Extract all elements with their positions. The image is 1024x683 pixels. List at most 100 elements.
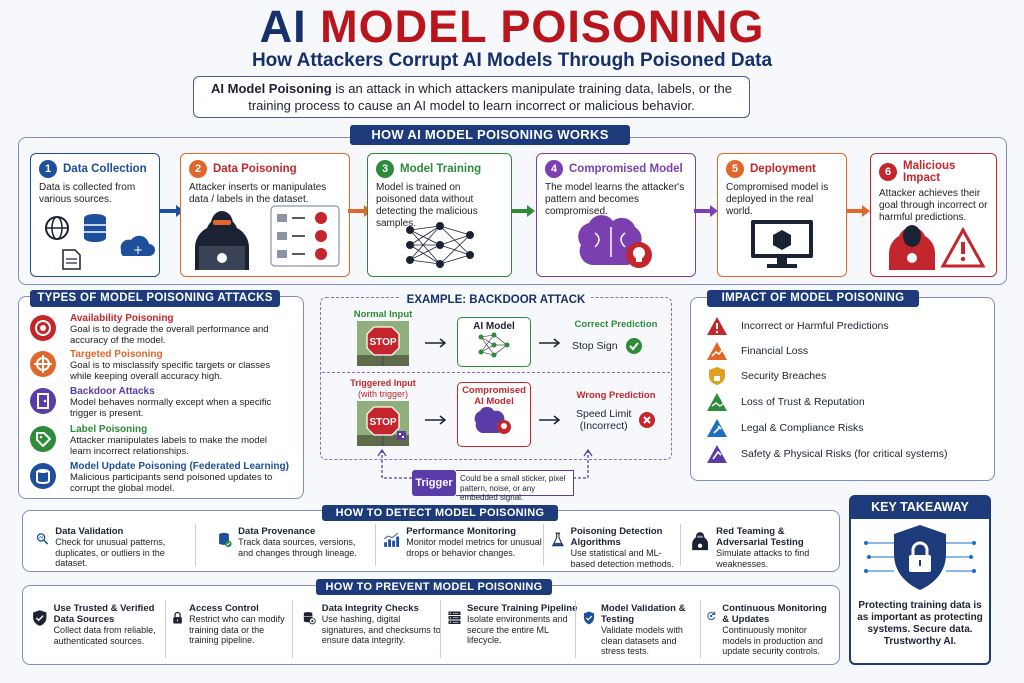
prevent-title: Continuous Monitoring & Updates bbox=[722, 603, 827, 625]
wrong-prediction-value: Speed Limit(Incorrect) bbox=[576, 408, 656, 432]
prevent-title: Model Validation & Testing bbox=[600, 603, 686, 625]
takeaway-text: Protecting training data is as important… bbox=[857, 600, 983, 647]
example-heading: EXAMPLE: BACKDOOR ATTACK bbox=[400, 294, 592, 306]
shield-check-icon bbox=[583, 611, 595, 625]
step-title: Data Collection bbox=[63, 163, 147, 175]
wrong-prediction-label: Wrong Prediction bbox=[576, 390, 656, 401]
prevent-title: Secure Training Pipeline bbox=[467, 603, 578, 614]
prevent-panel bbox=[22, 585, 840, 665]
step-number: 5 bbox=[726, 160, 744, 178]
prevent-heading: HOW TO PREVENT MODEL POISONING bbox=[316, 579, 552, 595]
ai-model-box: AI Model bbox=[457, 317, 531, 367]
x-icon bbox=[639, 412, 656, 428]
works-heading: HOW AI MODEL POISONING WORKS bbox=[350, 125, 630, 145]
type-desc: Attacker manipulates labels to make the … bbox=[70, 435, 267, 457]
crosshair-icon bbox=[30, 351, 56, 377]
neural-network-icon bbox=[478, 332, 510, 358]
impact-label: Safety & Physical Risks (for critical sy… bbox=[741, 448, 948, 460]
prevent-desc: Use hashing, digital signatures, and che… bbox=[321, 614, 441, 645]
bar-chart-icon bbox=[383, 532, 400, 547]
triggered-input: Triggered Input bbox=[350, 378, 416, 388]
correct-prediction-value: Stop Sign bbox=[572, 338, 642, 354]
step-desc: Attacker inserts or manipulates data / l… bbox=[189, 182, 327, 205]
step-number: 3 bbox=[376, 160, 394, 178]
tag-icon bbox=[30, 426, 56, 452]
detect-heading: HOW TO DETECT MODEL POISONING bbox=[322, 505, 558, 521]
title-model-poisoning: MODEL POISONING bbox=[320, 1, 765, 52]
handshake-icon bbox=[705, 391, 729, 413]
attacker-warning-icon bbox=[888, 225, 986, 270]
impact-label: Legal & Compliance Risks bbox=[741, 422, 864, 434]
type-title: Availability Poisoning bbox=[70, 313, 174, 324]
type-desc: Goal is to degrade the overall performan… bbox=[70, 324, 269, 346]
prevent-title: Access Control bbox=[189, 603, 259, 614]
detect-desc: Check for unusual patterns, duplicates, … bbox=[55, 537, 166, 568]
arrow-icon bbox=[846, 205, 870, 217]
speed-limit-label: Speed Limit bbox=[576, 408, 632, 420]
impact-item: Security Breaches bbox=[705, 365, 826, 387]
database-gear-icon bbox=[303, 612, 316, 625]
types-heading: TYPES OF MODEL POISONING ATTACKS bbox=[30, 290, 280, 307]
step-number: 6 bbox=[879, 163, 897, 181]
shield-lock-icon bbox=[864, 525, 976, 590]
arrow-icon bbox=[425, 338, 447, 348]
detect-title: Data Provenance bbox=[238, 526, 316, 537]
svg-text:+: + bbox=[133, 243, 143, 257]
flask-icon bbox=[551, 532, 564, 547]
neural-network-icon bbox=[405, 222, 474, 268]
step-desc: Data is collected from various sources. bbox=[39, 182, 136, 205]
normal-input-label: Normal Input bbox=[353, 309, 413, 320]
hazard-icon bbox=[705, 443, 729, 465]
trigger-badge: Trigger bbox=[412, 470, 456, 496]
hacker-icon bbox=[194, 205, 340, 270]
impact-item: Safety & Physical Risks (for critical sy… bbox=[705, 443, 948, 465]
hacker-icon bbox=[692, 532, 708, 551]
step-title: Data Poisoning bbox=[213, 163, 297, 175]
trigger-desc: Could be a small sticker, pixel pattern,… bbox=[456, 470, 574, 502]
impact-panel bbox=[690, 297, 995, 481]
database-icon bbox=[30, 463, 56, 489]
type-title: Label Poisoning bbox=[70, 424, 148, 435]
step-desc: Compromised model is deployed in the rea… bbox=[726, 182, 829, 217]
type-desc: Malicious participants send poisoned upd… bbox=[70, 472, 273, 494]
brain-skull-icon bbox=[474, 406, 511, 434]
arrow-icon bbox=[425, 415, 447, 425]
impact-label: Incorrect or Harmful Predictions bbox=[741, 320, 889, 332]
target-icon bbox=[30, 315, 56, 341]
separator bbox=[680, 524, 681, 566]
separator bbox=[375, 524, 376, 566]
type-title: Model Update Poisoning (Federated Learni… bbox=[70, 461, 289, 472]
ai-model-label: AI Model bbox=[473, 321, 515, 332]
impact-item: Incorrect or Harmful Predictions bbox=[705, 315, 889, 337]
step-title: Compromised Model bbox=[569, 163, 683, 175]
impact-heading: IMPACT OF MODEL POISONING bbox=[707, 290, 919, 307]
door-icon bbox=[30, 388, 56, 414]
separator bbox=[165, 600, 166, 658]
lock-icon bbox=[173, 611, 182, 624]
detect-title: Data Validation bbox=[55, 526, 124, 537]
gavel-icon bbox=[705, 417, 729, 439]
with-trigger: (with trigger) bbox=[357, 388, 408, 399]
detect-title: Poisoning Detection Algorithms bbox=[570, 526, 663, 548]
data-sources-icon: + bbox=[45, 214, 155, 270]
step-desc: Attacker achieves their goal through inc… bbox=[879, 188, 988, 223]
arrow-icon bbox=[539, 338, 561, 348]
arrow-icon bbox=[348, 205, 372, 217]
detect-desc: Track data sources, versions, and change… bbox=[238, 537, 357, 558]
impact-label: Financial Loss bbox=[741, 345, 809, 357]
arrow-icon bbox=[694, 205, 718, 217]
type-desc: Model behaves normally except when a spe… bbox=[70, 397, 272, 419]
step-title: Model Training bbox=[400, 163, 482, 175]
page-subtitle: How Attackers Corrupt AI Models Through … bbox=[251, 50, 773, 71]
